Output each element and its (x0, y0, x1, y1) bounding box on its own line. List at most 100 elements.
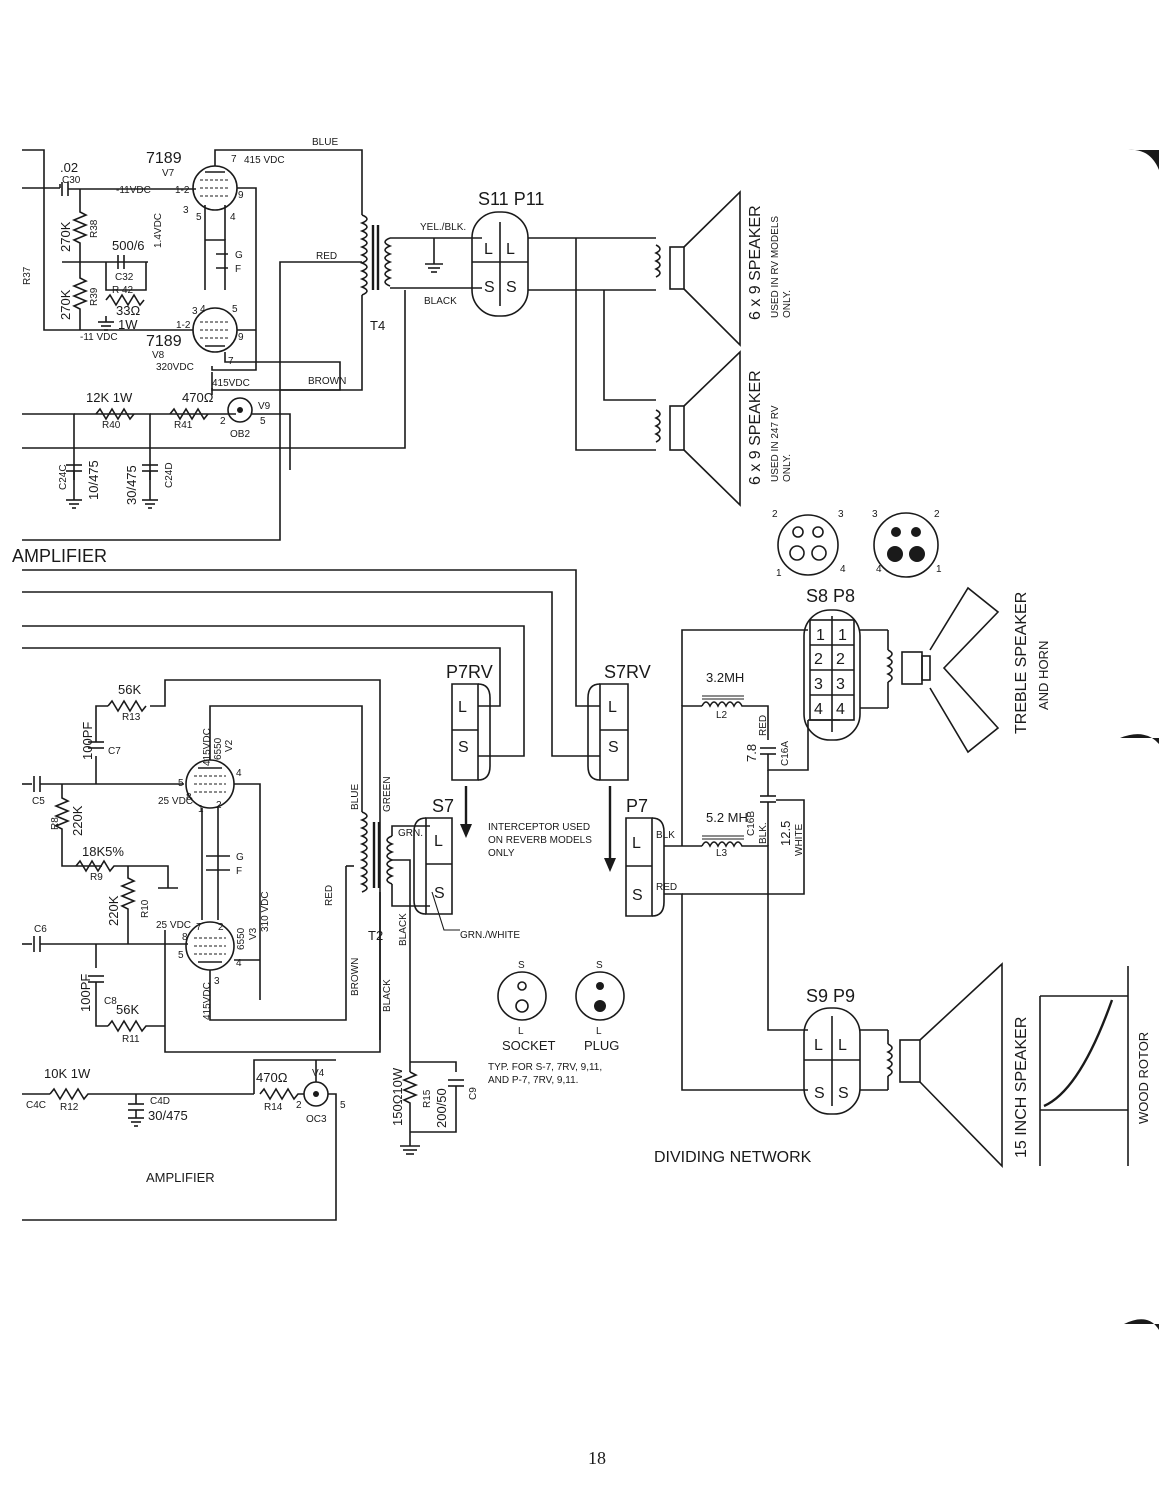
c7-value: 100PF (80, 722, 95, 760)
v3-plate-voltage: 310 VDC (260, 891, 271, 932)
socket-pin-4: 4 (840, 564, 846, 575)
speaker-upper-note-1: USED IN RV MODELS (770, 216, 781, 318)
v7-plate-voltage: 415 VDC (244, 155, 285, 166)
s7rv-label: S7RV (604, 662, 651, 682)
dividing-network-caption: DIVIDING NETWORK (654, 1149, 812, 1166)
treble-speaker-label-1: TREBLE SPEAKER (1013, 592, 1030, 734)
p7-connector: P7 L S (625, 796, 665, 917)
r10-value: 220K (106, 895, 121, 926)
speaker-upper-label: 6 x 9 SPEAKER (747, 205, 764, 320)
v3-cathode-voltage: 25 VDC (156, 920, 191, 931)
r9-ref: R9 (90, 872, 103, 883)
l3-value: 5.2 MH (706, 810, 748, 825)
wire-grn: GRN. (398, 828, 423, 839)
speaker-lower-note-1: USED IN 247 RV (770, 405, 781, 482)
r12-value: 10K 1W (44, 1066, 91, 1081)
r14-value: 470Ω (256, 1070, 288, 1085)
v8-grid-voltage: -11 VDC (80, 332, 118, 343)
wire-blue-bottom: BLUE (350, 784, 361, 810)
interceptor-note-2: ON REVERB MODELS (488, 835, 592, 846)
v3-pin-3: 3 (214, 976, 220, 987)
v4-ref: V4 (312, 1068, 325, 1079)
v8-plate-voltage: 415VDC (212, 378, 250, 389)
r38-ref: R38 (89, 219, 100, 238)
page-number: 18 (588, 1448, 606, 1468)
plug-label: PLUG (584, 1038, 619, 1053)
p11-contact-l: L (506, 241, 515, 258)
v2-ref: V2 (224, 739, 235, 752)
c16b-ref: C16B (746, 811, 757, 836)
v7-pin-3: 3 (183, 205, 189, 216)
plug-pin-1: 1 (936, 564, 942, 575)
speaker-6x9-upper: 6 x 9 SPEAKER USED IN RV MODELS ONLY. (654, 190, 793, 347)
socket-pin-2: 2 (772, 509, 778, 520)
s8-contact-1: 1 (816, 627, 825, 644)
socket-pin-1: 1 (776, 568, 782, 579)
v4-pin-2: 2 (296, 1100, 302, 1111)
r9-value: 18K5% (82, 844, 124, 859)
v2-pin-5: 5 (178, 778, 184, 789)
r40-ref: R40 (102, 420, 121, 431)
r37-ref: R37 (22, 266, 33, 285)
wire-black-bottom-1: BLACK (398, 913, 409, 946)
p7rv-connector: P7RV L S (446, 662, 493, 781)
p8-contact-1: 1 (838, 627, 847, 644)
v9-pin-5: 5 (260, 416, 266, 427)
c8-value: 100PF (78, 974, 93, 1012)
p7rv-contact-l: L (458, 699, 467, 716)
v8-ref: V8 (152, 350, 165, 361)
connector-note-1: TYP. FOR S-7, 7RV, 9,11, (488, 1062, 602, 1073)
v9-ref: V9 (258, 401, 271, 412)
p7-contact-s: S (632, 887, 643, 904)
plug-pin-4: 4 (876, 564, 882, 575)
v9-tube (227, 397, 253, 423)
c4c-ref: C4C (26, 1100, 46, 1111)
c32-ref: C32 (115, 272, 134, 283)
r41-ref: R41 (174, 420, 193, 431)
p8-contact-4: 4 (836, 701, 845, 718)
cathode-voltage: 1.4VDC (153, 213, 164, 248)
c9-ref: C9 (468, 1087, 479, 1100)
wire-black-top: BLACK (424, 296, 457, 307)
r40-value: 12K 1W (86, 390, 133, 405)
plug-pin-3: 3 (872, 509, 878, 520)
s11p11-connector: S11 P11 L L S S (471, 189, 544, 317)
v8-type: 7189 (146, 333, 182, 350)
v7-type: 7189 (146, 150, 182, 167)
v3-pin-4: 4 (236, 958, 242, 969)
s8-contact-2: 2 (814, 651, 823, 668)
wire-white: WHITE (794, 823, 805, 856)
p8-contact-3: 3 (836, 676, 845, 693)
l2-value: 3.2MH (706, 670, 744, 685)
treble-speaker-horn: TREBLE SPEAKER AND HORN (901, 586, 1051, 754)
plug-pin-diagram: 3 2 4 1 (872, 509, 942, 578)
wire-black-bottom-2: BLACK (382, 979, 393, 1012)
p7rv-contact-s: S (458, 739, 469, 756)
speaker-6x9-lower: 6 x 9 SPEAKER USED IN 247 RV ONLY. (654, 350, 793, 507)
speaker-upper-note-2: ONLY. (782, 290, 793, 318)
r12-ref: R12 (60, 1102, 79, 1113)
v2-pin-8: 8 (186, 792, 192, 803)
v3-pin-2: 2 (218, 922, 224, 933)
v2-pin-4: 4 (236, 768, 242, 779)
s11-contact-s: S (484, 279, 495, 296)
v8-pin-9: 9 (238, 332, 244, 343)
v7-pin-4: 4 (230, 212, 236, 223)
v9-type: OB2 (230, 429, 250, 440)
s9-contact-l: L (814, 1037, 823, 1054)
v2-pin-1: 1 (198, 804, 204, 815)
c4d-ref: C4D (150, 1096, 170, 1107)
v8-pin-5: 5 (232, 304, 238, 315)
filament-label-b: F (236, 866, 242, 877)
interceptor-note-3: ONLY (488, 848, 515, 859)
v3-pin-8: 8 (182, 932, 188, 943)
c7-ref: C7 (108, 746, 121, 757)
s7-contact-l: L (434, 833, 443, 850)
v3-pin-7: 7 (196, 922, 202, 933)
p11-contact-s: S (506, 279, 517, 296)
r13-value: 56K (118, 682, 141, 697)
interceptor-note-1: INTERCEPTOR USED (488, 822, 590, 833)
r10-ref: R10 (140, 899, 151, 918)
c9-value: 200/50 (434, 1088, 449, 1128)
c6-ref: C6 (34, 924, 47, 935)
